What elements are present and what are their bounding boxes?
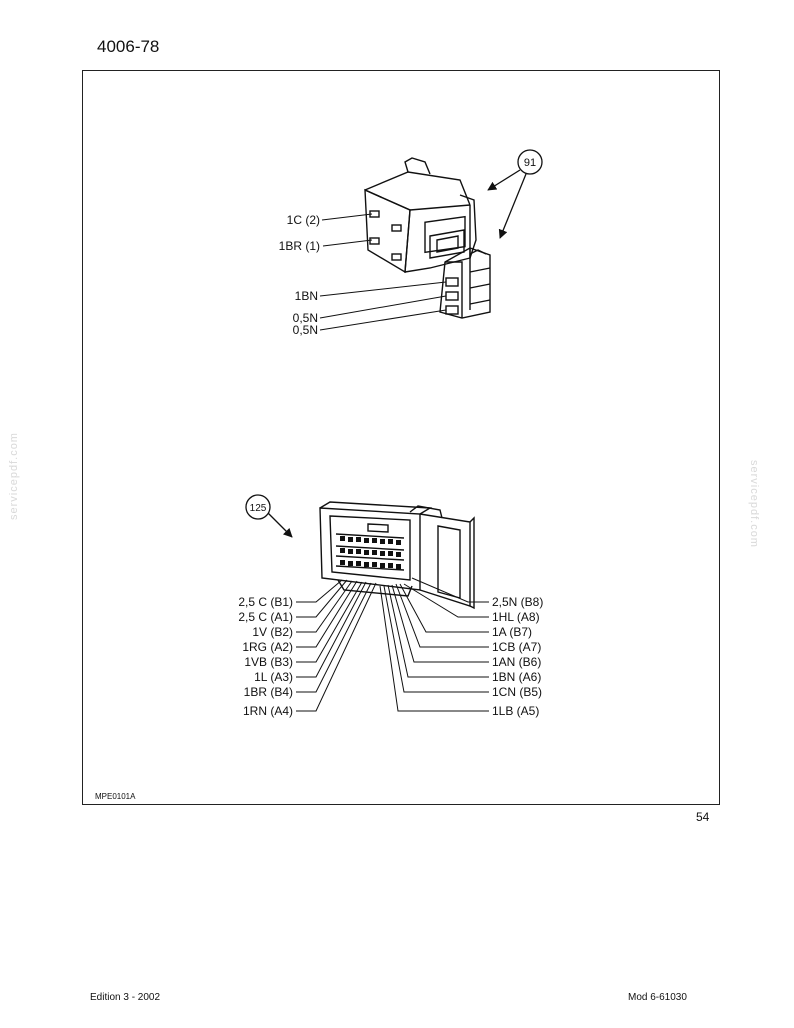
callout-125-number: 125 — [250, 503, 267, 514]
callout-91 — [487, 149, 543, 239]
connector-125-left-label-3: 1V (B2) — [252, 625, 293, 639]
connector-125-left-label-5: 1VB (B3) — [244, 655, 293, 669]
page-number: 54 — [696, 810, 710, 824]
connector-125-right-label-2: 1HL (A8) — [492, 610, 540, 624]
figure-code: MPE0101A — [95, 792, 136, 801]
watermark-right: servicepdf.com — [748, 460, 760, 548]
connector-125-pins — [340, 536, 401, 569]
connector-91-leaders — [319, 213, 447, 331]
connector-125-right-label-7: 1CN (B5) — [492, 685, 542, 699]
connector-125-right-label-3: 1A (B7) — [492, 625, 532, 639]
connector-91-drawing — [364, 157, 491, 319]
connector-125-left-label-1: 2,5 C (B1) — [238, 595, 293, 609]
connector-125-left-label-2: 2,5 C (A1) — [238, 610, 293, 624]
connector-91-label-5: 0,5N — [293, 323, 318, 337]
figure-frame — [82, 70, 720, 805]
footer-edition: Edition 3 - 2002 — [90, 992, 161, 1003]
connector-125-drawing — [319, 501, 475, 610]
callout-125 — [245, 494, 293, 538]
connector-125-right-label-4: 1CB (A7) — [492, 640, 541, 654]
connector-91-label-1: 1C (2) — [287, 213, 320, 227]
connector-125-right-leaders — [379, 577, 489, 712]
page-header-code: 4006-78 — [97, 37, 160, 56]
connector-125-left-label-7: 1BR (B4) — [244, 685, 293, 699]
connector-91-label-2: 1BR (1) — [279, 239, 320, 253]
watermark-left: servicepdf.com — [8, 432, 20, 520]
connector-125-left-label-8: 1RN (A4) — [243, 704, 293, 718]
connector-91-label-3: 1BN — [295, 289, 318, 303]
callout-91-number: 91 — [524, 157, 536, 169]
footer-model: Mod 6-61030 — [628, 992, 687, 1003]
connector-125-right-label-5: 1AN (B6) — [492, 655, 541, 669]
connector-125-right-label-1: 2,5N (B8) — [492, 595, 543, 609]
connector-125-left-label-6: 1L (A3) — [254, 670, 293, 684]
connector-125-left-leaders — [296, 579, 377, 712]
connector-91-label-4: 0,5N — [293, 311, 318, 325]
connector-125-right-label-6: 1BN (A6) — [492, 670, 541, 684]
connector-125-right-label-8: 1LB (A5) — [492, 704, 539, 718]
connector-125-left-label-4: 1RG (A2) — [242, 640, 293, 654]
